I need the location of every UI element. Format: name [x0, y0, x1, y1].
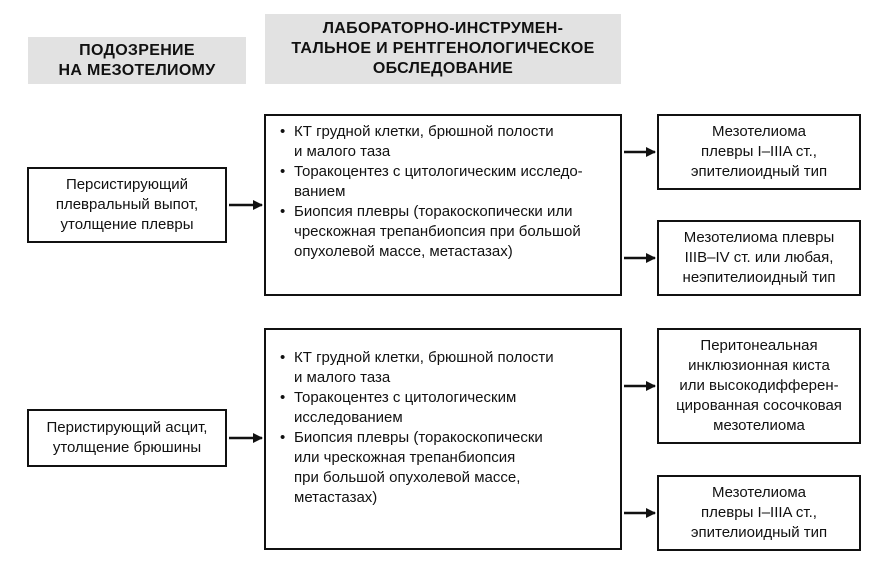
peritoneal-exam-item: Торакоцентез с цитологическим исследован… [280, 388, 612, 428]
peritoneal-exam-item: Биопсия плевры (торакоскопически или чре… [280, 428, 612, 508]
header-examination: ЛАБОРАТОРНО-ИНСТРУМЕН- ТАЛЬНОЕ И РЕНТГЕН… [265, 14, 621, 84]
header-examination-text: ЛАБОРАТОРНО-ИНСТРУМЕН- ТАЛЬНОЕ И РЕНТГЕН… [291, 20, 595, 77]
peritoneal-exam-list: КТ грудной клетки, брюшной полости и мал… [280, 348, 612, 508]
peritoneal-exam-item: КТ грудной клетки, брюшной полости и мал… [280, 348, 612, 388]
peritoneal-outcome-box: Мезотелиома плевры I–IIIA ст., эпителиои… [657, 475, 861, 551]
pleural-exam-box: КТ грудной клетки, брюшной полости и мал… [264, 114, 622, 296]
peritoneal-outcome-text: Перитонеальная инклюзионная киста или вы… [676, 337, 842, 434]
pleural-exam-item: Торакоцентез с цитологическим исследо- в… [280, 162, 612, 202]
peritoneal-presentation-box: Перистирующий асцит, утолщение брюшины [27, 409, 227, 467]
header-suspicion-text: ПОДОЗРЕНИЕ НА МЕЗОТЕЛИОМУ [58, 41, 216, 79]
peritoneal-presentation-text: Перистирующий асцит, утолщение брюшины [46, 419, 208, 456]
peritoneal-outcome-text: Мезотелиома плевры I–IIIA ст., эпителиои… [690, 484, 828, 541]
pleural-outcome-text: Мезотелиома плевры IIIB–IV ст. или любая… [682, 229, 836, 286]
pleural-outcome-box: Мезотелиома плевры I–IIIA ст., эпителиои… [657, 114, 861, 190]
pleural-presentation-box: Персистирующий плевральный выпот, утолще… [27, 167, 227, 243]
header-suspicion: ПОДОЗРЕНИЕ НА МЕЗОТЕЛИОМУ [28, 37, 246, 84]
pleural-exam-list: КТ грудной клетки, брюшной полости и мал… [280, 122, 612, 262]
pleural-exam-item: Биопсия плевры (торакоскопически или чре… [280, 202, 612, 262]
pleural-outcome-text: Мезотелиома плевры I–IIIA ст., эпителиои… [690, 123, 828, 180]
pleural-outcome-box: Мезотелиома плевры IIIB–IV ст. или любая… [657, 220, 861, 296]
pleural-presentation-text: Персистирующий плевральный выпот, утолще… [55, 176, 199, 233]
peritoneal-outcome-box: Перитонеальная инклюзионная киста или вы… [657, 328, 861, 444]
pleural-exam-item: КТ грудной клетки, брюшной полости и мал… [280, 122, 612, 162]
peritoneal-exam-box: КТ грудной клетки, брюшной полости и мал… [264, 328, 622, 550]
